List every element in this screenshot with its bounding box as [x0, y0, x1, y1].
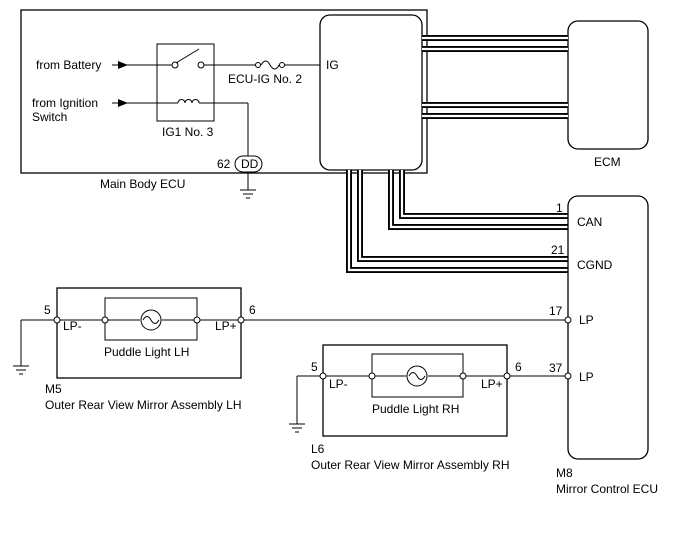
from-battery-label: from Battery — [36, 58, 101, 72]
ground-icon-main — [240, 172, 256, 199]
fuse-icon — [260, 60, 280, 70]
battery-arrow-icon — [118, 61, 128, 69]
puddle-light-rh-terminal-left — [368, 372, 376, 380]
relay-label: IG1 No. 3 — [162, 125, 214, 139]
mirror-lh-term-plus-label: LP+ — [215, 319, 237, 333]
can-bus-ecm — [422, 35, 568, 119]
mirror-lh-box — [56, 287, 242, 379]
mirror-rh-box — [322, 344, 508, 437]
pin-name-can: CAN — [577, 215, 602, 229]
ecm-box — [567, 20, 649, 150]
relay-contact-left — [171, 61, 179, 69]
bulb-icon-rh — [406, 365, 428, 387]
mirror-rh-term-minus-label: LP- — [329, 377, 348, 391]
dd-connector-label: DD — [241, 157, 259, 171]
mirror-control-ecu-box — [567, 195, 649, 460]
mirror-rh-terminal-minus — [319, 372, 327, 380]
mirror-lh-connector: M5 — [45, 382, 62, 396]
ig-terminal-label: IG — [326, 58, 339, 72]
mirror-lh: 5 LP- Puddle Light LH LP+ 6 M5 Outer Rea… — [21, 287, 256, 412]
mirror-lh-terminal-plus — [237, 316, 245, 324]
ground-icon-rh — [289, 376, 305, 433]
fuse-terminal-left — [255, 62, 261, 68]
mirror-lh-label: Outer Rear View Mirror Assembly LH — [45, 398, 242, 412]
mirror-rh-terminal-plus — [503, 372, 511, 380]
relay-contact-right — [197, 61, 205, 69]
mirror-lh-term-minus-label: LP- — [63, 319, 82, 333]
mirror-rh-label: Outer Rear View Mirror Assembly RH — [311, 458, 510, 472]
ecm-label: ECM — [594, 155, 621, 169]
relay-box — [156, 43, 215, 122]
pin-number-can: 1 — [556, 201, 563, 215]
mirror-lh-terminal-minus — [53, 316, 61, 324]
mirror-control-ecu-connector: M8 — [556, 466, 573, 480]
mirror-lh-pin-plus: 6 — [249, 303, 256, 317]
mirror-rh: 5 LP- Puddle Light RH LP+ 6 L6 Outer Rea… — [297, 344, 522, 472]
mirror-rh-term-plus-label: LP+ — [481, 377, 503, 391]
pin-terminal-lp-lh — [564, 316, 572, 324]
pin-name-cgnd: CGND — [577, 258, 613, 272]
bulb-icon-lh — [140, 309, 162, 331]
main-body-ecu: from Battery from Ignition Switch IG1 No… — [20, 9, 428, 191]
mirror-rh-pin-plus: 6 — [515, 360, 522, 374]
ecu-inner-block — [319, 14, 423, 171]
mirror-rh-connector: L6 — [311, 442, 325, 456]
mirror-rh-pin-minus: 5 — [311, 360, 318, 374]
main-body-ecu-label: Main Body ECU — [100, 177, 185, 191]
from-ignition-label-line2: Switch — [32, 110, 67, 124]
fuse-terminal-right — [279, 62, 285, 68]
can-bus-mirror — [346, 170, 568, 273]
puddle-light-lh-terminal-right — [193, 316, 201, 324]
pin-terminal-lp-rh — [564, 372, 572, 380]
relay-switch-blade — [175, 48, 200, 64]
pin-name-lp-lh: LP — [579, 313, 594, 327]
mirror-control-ecu: 1 CAN 21 CGND 17 LP 37 LP M8 Mirror Cont… — [549, 195, 658, 496]
ignition-arrow-icon — [118, 99, 128, 107]
ecm: ECM — [567, 20, 649, 169]
puddle-light-lh-terminal-left — [101, 316, 109, 324]
ground-icon-lh — [13, 320, 29, 375]
mirror-lh-pin-minus: 5 — [44, 303, 51, 317]
from-ignition-label-line1: from Ignition — [32, 96, 98, 110]
puddle-light-rh-terminal-right — [459, 372, 467, 380]
pin-number-lp-lh: 17 — [549, 304, 563, 318]
dd-pin-number: 62 — [217, 157, 231, 171]
pin-name-lp-rh: LP — [579, 370, 594, 384]
pin-number-cgnd: 21 — [551, 243, 565, 257]
pin-number-lp-rh: 37 — [549, 361, 563, 375]
relay-coil-icon — [177, 99, 200, 104]
puddle-light-lh-label: Puddle Light LH — [104, 345, 189, 359]
mirror-control-ecu-label: Mirror Control ECU — [556, 482, 658, 496]
fuse-label: ECU-IG No. 2 — [228, 72, 302, 86]
puddle-light-rh-label: Puddle Light RH — [372, 402, 459, 416]
